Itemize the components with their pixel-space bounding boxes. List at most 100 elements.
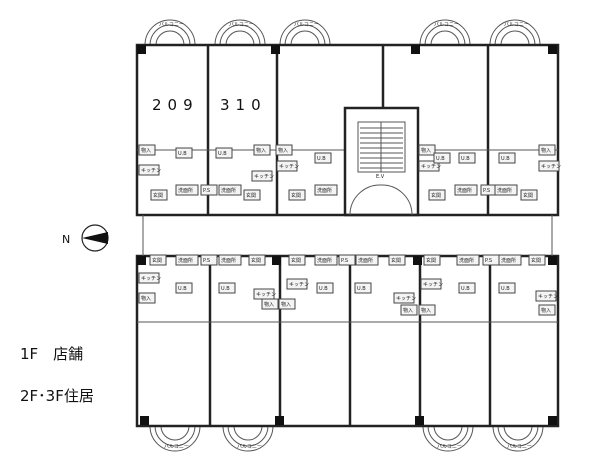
svg-text:玄関: 玄関 bbox=[291, 257, 301, 264]
svg-text:キッチン: キッチン bbox=[279, 164, 299, 170]
svg-text:U.B: U.B bbox=[317, 156, 326, 162]
fixture-kitchen: キッチン bbox=[286, 278, 309, 290]
svg-text:物入: 物入 bbox=[281, 301, 291, 308]
fixture-entrance: 玄関 bbox=[428, 189, 446, 201]
svg-text:洗面所: 洗面所 bbox=[221, 257, 236, 264]
svg-text:P.S: P.S bbox=[485, 258, 492, 264]
svg-text:玄関: 玄関 bbox=[531, 257, 541, 264]
unit-number-310: 310 bbox=[220, 96, 267, 114]
fixture-kitchen: キッチン bbox=[538, 160, 561, 172]
fixture-washroom: 洗面所 bbox=[314, 254, 338, 266]
svg-text:キッチン: キッチン bbox=[538, 294, 558, 300]
svg-text:洗面所: 洗面所 bbox=[457, 187, 472, 194]
fixture-kitchen: キッチン bbox=[420, 278, 443, 290]
balcony: バルコニー bbox=[422, 425, 474, 452]
fixture-kitchen: キッチン bbox=[138, 272, 161, 284]
fixture-entrance: 玄関 bbox=[243, 189, 261, 201]
fixture-storage: 物入 bbox=[278, 298, 296, 310]
svg-text:U.B: U.B bbox=[178, 286, 187, 292]
svg-text:U.B: U.B bbox=[436, 156, 445, 162]
fixture-entrance: 玄関 bbox=[388, 254, 406, 266]
fixture-storage: 物入 bbox=[538, 144, 556, 156]
svg-text:キッチン: キッチン bbox=[256, 292, 276, 298]
fixture-kitchen: キッチン bbox=[535, 290, 558, 302]
fixture-entrance: 玄関 bbox=[288, 254, 306, 266]
svg-text:物入: 物入 bbox=[278, 147, 288, 154]
balcony: バルコニー bbox=[419, 19, 471, 46]
svg-text:洗面所: 洗面所 bbox=[501, 257, 516, 264]
balcony-label: バルコニー bbox=[437, 444, 462, 450]
fixture-bath: U.B bbox=[498, 152, 516, 164]
fixture-storage: 物入 bbox=[275, 144, 293, 156]
fixture-entrance: 玄関 bbox=[288, 189, 306, 201]
balcony-label: バルコニー bbox=[504, 22, 529, 28]
corridor bbox=[142, 215, 553, 256]
svg-text:キッチン: キッチン bbox=[141, 276, 161, 282]
svg-text:P.S: P.S bbox=[483, 188, 490, 194]
balconies: バルコニーバルコニーバルコニーバルコニーバルコニーバルコニーバルコニーバルコニー… bbox=[144, 19, 544, 452]
svg-text:玄関: 玄関 bbox=[291, 192, 301, 199]
fixture-entrance: 玄関 bbox=[520, 189, 538, 201]
balcony-label: バルコニー bbox=[237, 444, 262, 450]
svg-text:U.B: U.B bbox=[461, 156, 470, 162]
columns bbox=[137, 45, 557, 425]
svg-text:U.B: U.B bbox=[461, 286, 470, 292]
balcony: バルコニー bbox=[144, 19, 196, 46]
fixture-bath: U.B bbox=[433, 152, 451, 164]
svg-text:玄関: 玄関 bbox=[391, 257, 401, 264]
fixture-pipe-space: P.S bbox=[338, 254, 356, 266]
fixture-storage: 物入 bbox=[418, 144, 436, 156]
svg-text:物入: 物入 bbox=[264, 301, 274, 308]
fixture-entrance: 玄関 bbox=[248, 254, 266, 266]
svg-text:洗面所: 洗面所 bbox=[317, 257, 332, 264]
fixture-pipe-space: P.S bbox=[482, 254, 500, 266]
svg-text:キッチン: キッチン bbox=[541, 164, 561, 170]
fixture-bath: U.B bbox=[175, 282, 193, 294]
svg-text:玄関: 玄関 bbox=[431, 192, 441, 199]
fixture-washroom: 洗面所 bbox=[494, 184, 518, 196]
svg-text:洗面所: 洗面所 bbox=[358, 257, 373, 264]
column bbox=[272, 256, 281, 265]
balcony-label: バルコニー bbox=[229, 22, 254, 28]
fixture-washroom: 洗面所 bbox=[218, 254, 242, 266]
fixture-bath: U.B bbox=[354, 282, 372, 294]
fixture-washroom: 洗面所 bbox=[456, 254, 480, 266]
fixture-bath: U.B bbox=[458, 152, 476, 164]
svg-text:物入: 物入 bbox=[141, 295, 151, 302]
balcony: バルコニー bbox=[492, 425, 544, 452]
fixture-storage: 物入 bbox=[138, 144, 156, 156]
column bbox=[415, 416, 424, 425]
svg-text:玄関: 玄関 bbox=[251, 257, 261, 264]
fixture-kitchen: キッチン bbox=[418, 160, 441, 172]
svg-text:P.S: P.S bbox=[341, 258, 348, 264]
fixture-bath: U.B bbox=[314, 152, 332, 164]
fixture-washroom: 洗面所 bbox=[314, 184, 338, 196]
fixture-storage: 物入 bbox=[253, 144, 271, 156]
svg-text:洗面所: 洗面所 bbox=[459, 257, 474, 264]
svg-text:玄関: 玄関 bbox=[152, 257, 162, 264]
svg-text:物入: 物入 bbox=[421, 147, 431, 154]
fixture-kitchen: キッチン bbox=[251, 170, 274, 182]
fixture-washroom: 洗面所 bbox=[175, 254, 199, 266]
svg-text:U.B: U.B bbox=[178, 151, 187, 157]
north-label: N bbox=[62, 233, 70, 246]
svg-text:キッチン: キッチン bbox=[396, 296, 416, 302]
balcony: バルコニー bbox=[214, 19, 266, 46]
svg-text:キッチン: キッチン bbox=[421, 164, 441, 170]
fixture-entrance: 玄関 bbox=[149, 254, 167, 266]
column bbox=[548, 45, 557, 54]
stairwell: E.V bbox=[343, 106, 420, 217]
svg-text:U.B: U.B bbox=[501, 286, 510, 292]
fixture-washroom: 洗面所 bbox=[218, 184, 242, 196]
fixture-storage: 物入 bbox=[138, 292, 156, 304]
svg-text:玄関: 玄関 bbox=[426, 257, 436, 264]
lower-partitions bbox=[137, 256, 558, 426]
balcony: バルコニー bbox=[489, 19, 541, 46]
svg-text:U.B: U.B bbox=[357, 286, 366, 292]
svg-text:U.B: U.B bbox=[218, 151, 227, 157]
svg-text:物入: 物入 bbox=[256, 147, 266, 154]
fixture-pipe-space: P.S bbox=[200, 184, 218, 196]
svg-text:玄関: 玄関 bbox=[246, 192, 256, 199]
fixture-washroom: 洗面所 bbox=[454, 184, 478, 196]
